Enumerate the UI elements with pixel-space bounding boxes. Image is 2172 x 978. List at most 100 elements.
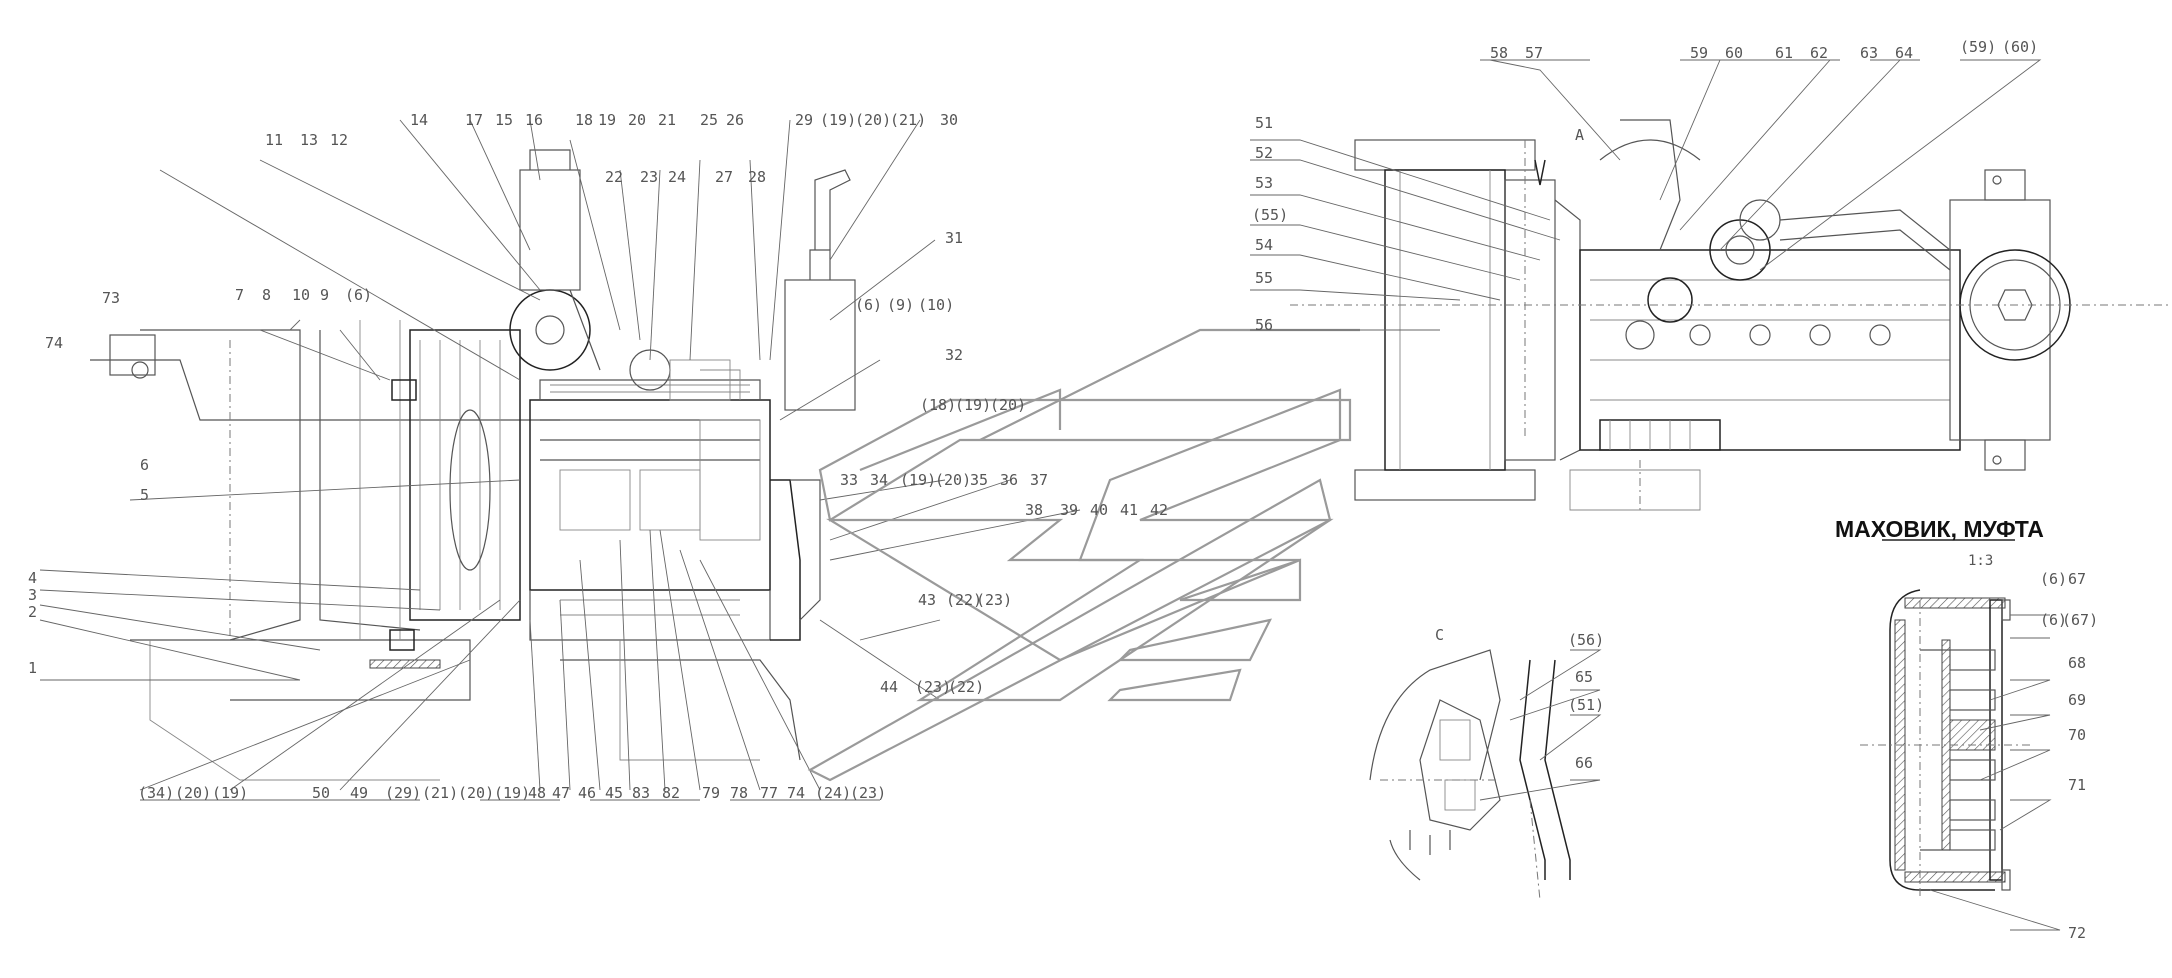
section-title: МАХОВИК, МУФТА: [1835, 516, 2044, 542]
ref-29: (29): [385, 784, 421, 802]
ref-20b: (20): [990, 396, 1026, 414]
ref-19a: (19): [820, 111, 856, 129]
callout-67: 67: [2068, 570, 2086, 588]
callout-29: 29: [795, 111, 813, 129]
callout-46: 46: [578, 784, 596, 802]
callout-73: 73: [102, 289, 120, 307]
callout-22: 22: [605, 168, 623, 186]
callout-37: 37: [1030, 471, 1048, 489]
callout-30: 30: [940, 111, 958, 129]
callout-82: 82: [662, 784, 680, 802]
ref-6a: (6): [345, 286, 372, 304]
callout-48: 48: [528, 784, 546, 802]
ref-60: (60): [2002, 38, 2038, 56]
callout-31: 31: [945, 229, 963, 247]
ref-51: (51): [1568, 696, 1604, 714]
callout-71: 71: [2068, 776, 2086, 794]
ref-9: (9): [887, 296, 914, 314]
callout-27: 27: [715, 168, 733, 186]
callout-63: 63: [1860, 44, 1878, 62]
callout-44: 44: [880, 678, 898, 696]
callout-33: 33: [840, 471, 858, 489]
callout-19: 19: [598, 111, 616, 129]
ref-59: (59): [1960, 38, 1996, 56]
callout-54: 54: [1255, 236, 1273, 254]
callout-34: 34: [870, 471, 888, 489]
ref-6c: (6): [2040, 570, 2067, 588]
callout-57: 57: [1525, 44, 1543, 62]
callout-36: 36: [1000, 471, 1018, 489]
callout-20: 20: [628, 111, 646, 129]
callout-58: 58: [1490, 44, 1508, 62]
callout-64: 64: [1895, 44, 1913, 62]
ref-19b: (19): [955, 396, 991, 414]
ref-67: (67): [2062, 611, 2098, 629]
callout-32: 32: [945, 346, 963, 364]
callout-53: 53: [1255, 174, 1273, 192]
callout-21: 21: [658, 111, 676, 129]
callout-23: 23: [640, 168, 658, 186]
callout-59: 59: [1690, 44, 1708, 62]
callout-25: 25: [700, 111, 718, 129]
callout-5: 5: [140, 486, 149, 504]
section-scale: 1:3: [1968, 553, 1993, 569]
callout-11: 11: [265, 131, 283, 149]
ref-18: (18): [920, 396, 956, 414]
callout-39: 39: [1060, 501, 1078, 519]
callout-1: 1: [28, 659, 37, 677]
ref-22b: (22): [948, 678, 984, 696]
ref-19d: (19): [212, 784, 248, 802]
callout-65: 65: [1575, 668, 1593, 686]
callout-43: 43: [918, 591, 936, 609]
callout-49: 49: [350, 784, 368, 802]
callout-40: 40: [1090, 501, 1108, 519]
callout-50: 50: [312, 784, 330, 802]
ref-22a: (22): [946, 591, 982, 609]
callout-61: 61: [1775, 44, 1793, 62]
ref-23b: (23): [915, 678, 951, 696]
callout-26: 26: [726, 111, 744, 129]
callout-9: 9: [320, 286, 329, 304]
callout-70: 70: [2068, 726, 2086, 744]
callout-78: 77: [760, 784, 778, 802]
side-view-leaders: [39, 119, 1081, 801]
callout-47: 47: [552, 784, 570, 802]
callout-80: 79: [702, 784, 720, 802]
callout-2: 2: [28, 603, 37, 621]
ref-23a: (23): [976, 591, 1012, 609]
ref-55: (55): [1252, 206, 1288, 224]
callout-60: 60: [1725, 44, 1743, 62]
callout-18: 18: [575, 111, 593, 129]
callout-6: 6: [140, 456, 149, 474]
ref-19c: (19): [900, 471, 936, 489]
callout-52: 52: [1255, 144, 1273, 162]
callout-83: 83: [632, 784, 650, 802]
callout-17: 17: [465, 111, 483, 129]
callout-69: 69: [2068, 691, 2086, 709]
watermark-logo: [807, 328, 1360, 782]
callout-62: 62: [1810, 44, 1828, 62]
side-view-engine: [90, 149, 856, 781]
callout-79: 78: [730, 784, 748, 802]
ref-20a: (20): [855, 111, 891, 129]
plan-view-engine: [1290, 119, 2172, 511]
callout-8: 8: [262, 286, 271, 304]
ref-6d: (6): [2040, 611, 2067, 629]
ref-19e: (19): [494, 784, 530, 802]
detail-c: [1369, 649, 1602, 901]
callout-10: 10: [292, 286, 310, 304]
callout-66: 66: [1575, 754, 1593, 772]
callout-15: 15: [495, 111, 513, 129]
callout-77: 74: [787, 784, 805, 802]
plan-view-leaders: [1250, 59, 2042, 331]
ref-23c: (23): [850, 784, 886, 802]
callout-13: 13: [300, 131, 318, 149]
callout-3: 3: [28, 586, 37, 604]
callout-56: 56: [1255, 316, 1273, 334]
ref-20c: (20): [935, 471, 971, 489]
callout-55: 55: [1255, 269, 1273, 287]
ref-24: (24): [815, 784, 851, 802]
detail-c-label: C: [1435, 626, 1444, 644]
callout-7: 7: [235, 286, 244, 304]
